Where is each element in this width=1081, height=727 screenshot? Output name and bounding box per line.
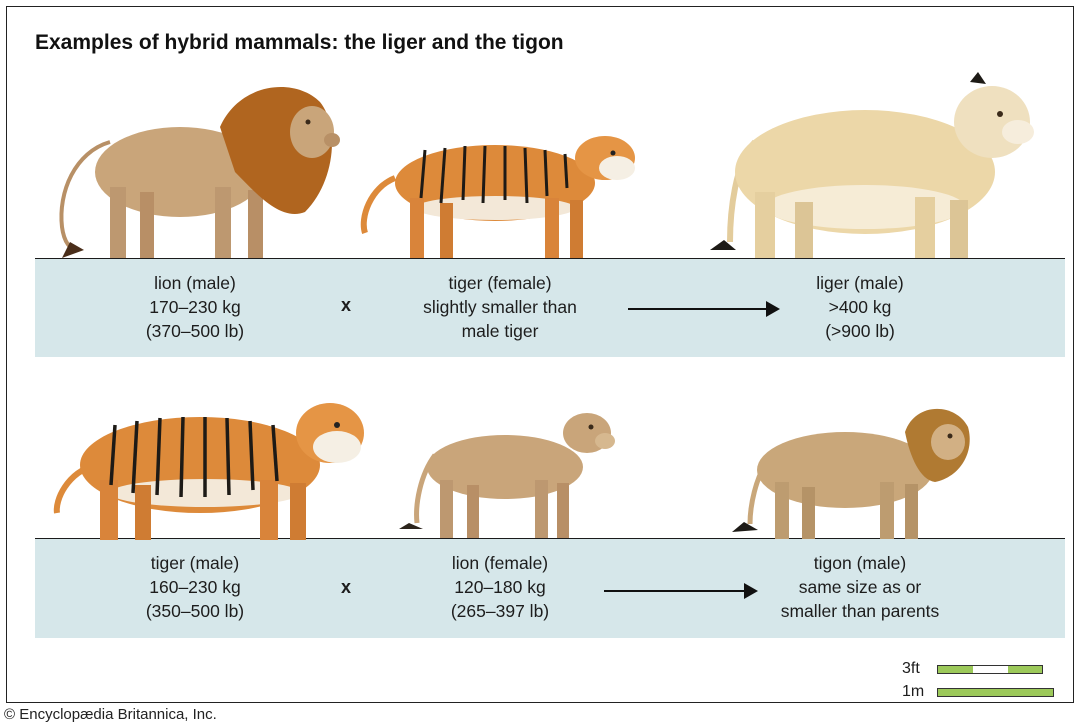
scale-bar-feet-segment-2 <box>973 666 1007 673</box>
scale-meter-label: 1m <box>902 683 924 701</box>
tiger-male-illustration <box>45 385 370 540</box>
tiger-female-illustration <box>355 118 645 260</box>
scale-bar-feet-segment-3 <box>1008 666 1042 673</box>
row-1-parent-1: lion (male) 170–230 kg (370–500 lb) <box>110 271 280 343</box>
row-1-parent-1-weight-kg: 170–230 kg <box>110 295 280 319</box>
scale-bar-feet-segment-1 <box>938 666 973 673</box>
row-2-parent-2-name: lion (female) <box>390 551 610 575</box>
row-2-parent-1-weight-lb: (350–500 lb) <box>110 599 280 623</box>
row-2-offspring-name: tigon (male) <box>755 551 965 575</box>
row-1-offspring-weight-lb: (>900 lb) <box>775 319 945 343</box>
row-1-parent-1-name: lion (male) <box>110 271 280 295</box>
row-2-parent-1-name: tiger (male) <box>110 551 280 575</box>
scale-bar-meter <box>937 688 1054 697</box>
row-2-parent-2: lion (female) 120–180 kg (265–397 lb) <box>390 551 610 623</box>
row-2-parent-1-weight-kg: 160–230 kg <box>110 575 280 599</box>
row-1-offspring: liger (male) >400 kg (>900 lb) <box>775 271 945 343</box>
lion-female-illustration <box>395 405 620 540</box>
row-2-parent-2-weight-lb: (265–397 lb) <box>390 599 610 623</box>
lion-male-illustration <box>40 72 345 262</box>
page-title: Examples of hybrid mammals: the liger an… <box>35 31 564 55</box>
row-2-offspring: tigon (male) same size as or smaller tha… <box>755 551 965 623</box>
row-1-parent-1-weight-lb: (370–500 lb) <box>110 319 280 343</box>
row-1-parent-2-line-3: male tiger <box>390 319 610 343</box>
row-1-offspring-weight-kg: >400 kg <box>775 295 945 319</box>
copyright-credit: © Encyclopædia Britannica, Inc. <box>4 706 217 723</box>
row-1-arrow <box>628 308 776 310</box>
row-2-cross-sign: x <box>341 577 351 598</box>
row-1-parent-2-name: tiger (female) <box>390 271 610 295</box>
scale-bar-feet <box>937 665 1043 674</box>
row-1-parent-2: tiger (female) slightly smaller than mal… <box>390 271 610 343</box>
row-1-parent-2-line-2: slightly smaller than <box>390 295 610 319</box>
row-1-offspring-name: liger (male) <box>775 271 945 295</box>
row-2-parent-1: tiger (male) 160–230 kg (350–500 lb) <box>110 551 280 623</box>
row-2-arrow <box>604 590 754 592</box>
row-2-parent-2-weight-kg: 120–180 kg <box>390 575 610 599</box>
row-1-cross-sign: x <box>341 295 351 316</box>
scale-feet-label: 3ft <box>902 660 920 678</box>
liger-illustration <box>700 72 1045 262</box>
tigon-illustration <box>730 402 975 540</box>
row-2-offspring-line-2: same size as or <box>755 575 965 599</box>
row-2-offspring-line-3: smaller than parents <box>755 599 965 623</box>
